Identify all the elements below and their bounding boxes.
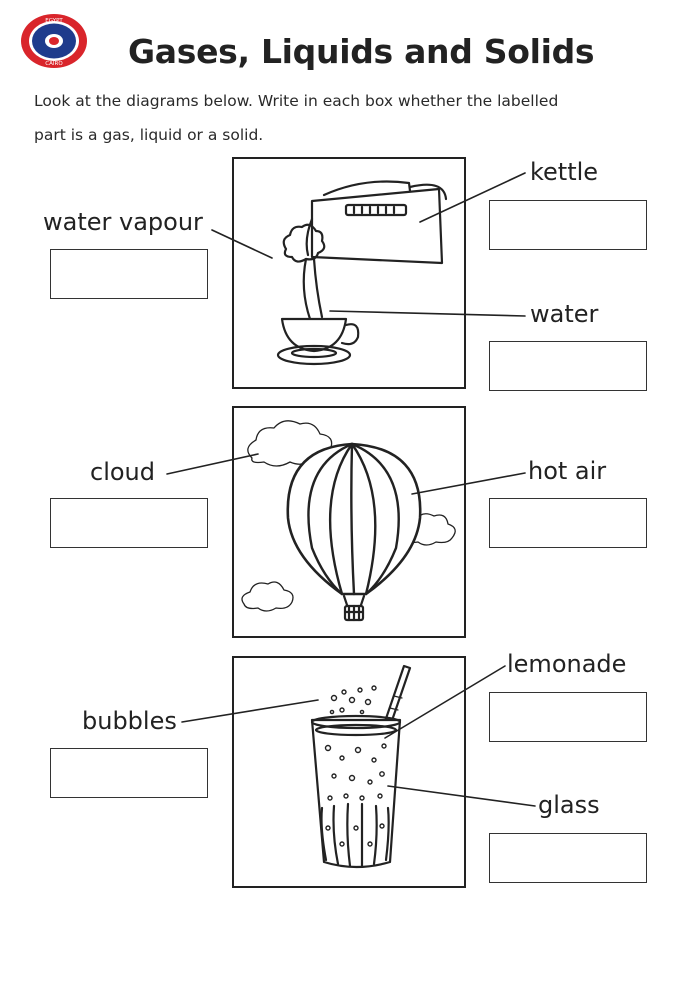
answer-box-water-vapour[interactable]	[50, 249, 208, 299]
answer-box-cloud[interactable]	[50, 498, 208, 548]
page-title: Gases, Liquids and Solids	[128, 32, 595, 71]
logo-ring-text-top: EGYPT	[45, 18, 63, 24]
answer-box-glass[interactable]	[489, 833, 647, 883]
answer-box-kettle[interactable]	[489, 200, 647, 250]
hot-air-balloon-illustration	[241, 420, 456, 622]
label-kettle: kettle	[530, 158, 599, 186]
instructions-line-1: Look at the diagrams below. Write in eac…	[34, 92, 559, 110]
label-lemonade: lemonade	[507, 650, 627, 678]
answer-box-lemonade[interactable]	[489, 692, 647, 742]
kettle-pouring-illustration	[276, 180, 448, 366]
label-water: water	[530, 300, 599, 328]
label-cloud: cloud	[90, 458, 155, 486]
label-hot-air: hot air	[528, 457, 607, 485]
label-water-vapour: water vapour	[43, 208, 203, 236]
answer-box-water[interactable]	[489, 341, 647, 391]
instructions-line-2: part is a gas, liquid or a solid.	[34, 126, 264, 144]
label-glass: glass	[538, 791, 600, 819]
kettle-scene-panel	[232, 157, 466, 389]
instructions: Look at the diagrams below. Write in eac…	[34, 84, 634, 152]
lemonade-scene-panel	[232, 656, 466, 888]
label-bubbles: bubbles	[82, 707, 177, 735]
answer-box-bubbles[interactable]	[50, 748, 208, 798]
answer-box-hot-air[interactable]	[489, 498, 647, 548]
lemonade-glass-illustration	[310, 664, 412, 869]
balloon-scene-panel	[232, 406, 466, 638]
school-crest-logo: EGYPT CAIRO	[20, 12, 88, 70]
logo-ring-text-bottom: CAIRO	[45, 61, 63, 67]
